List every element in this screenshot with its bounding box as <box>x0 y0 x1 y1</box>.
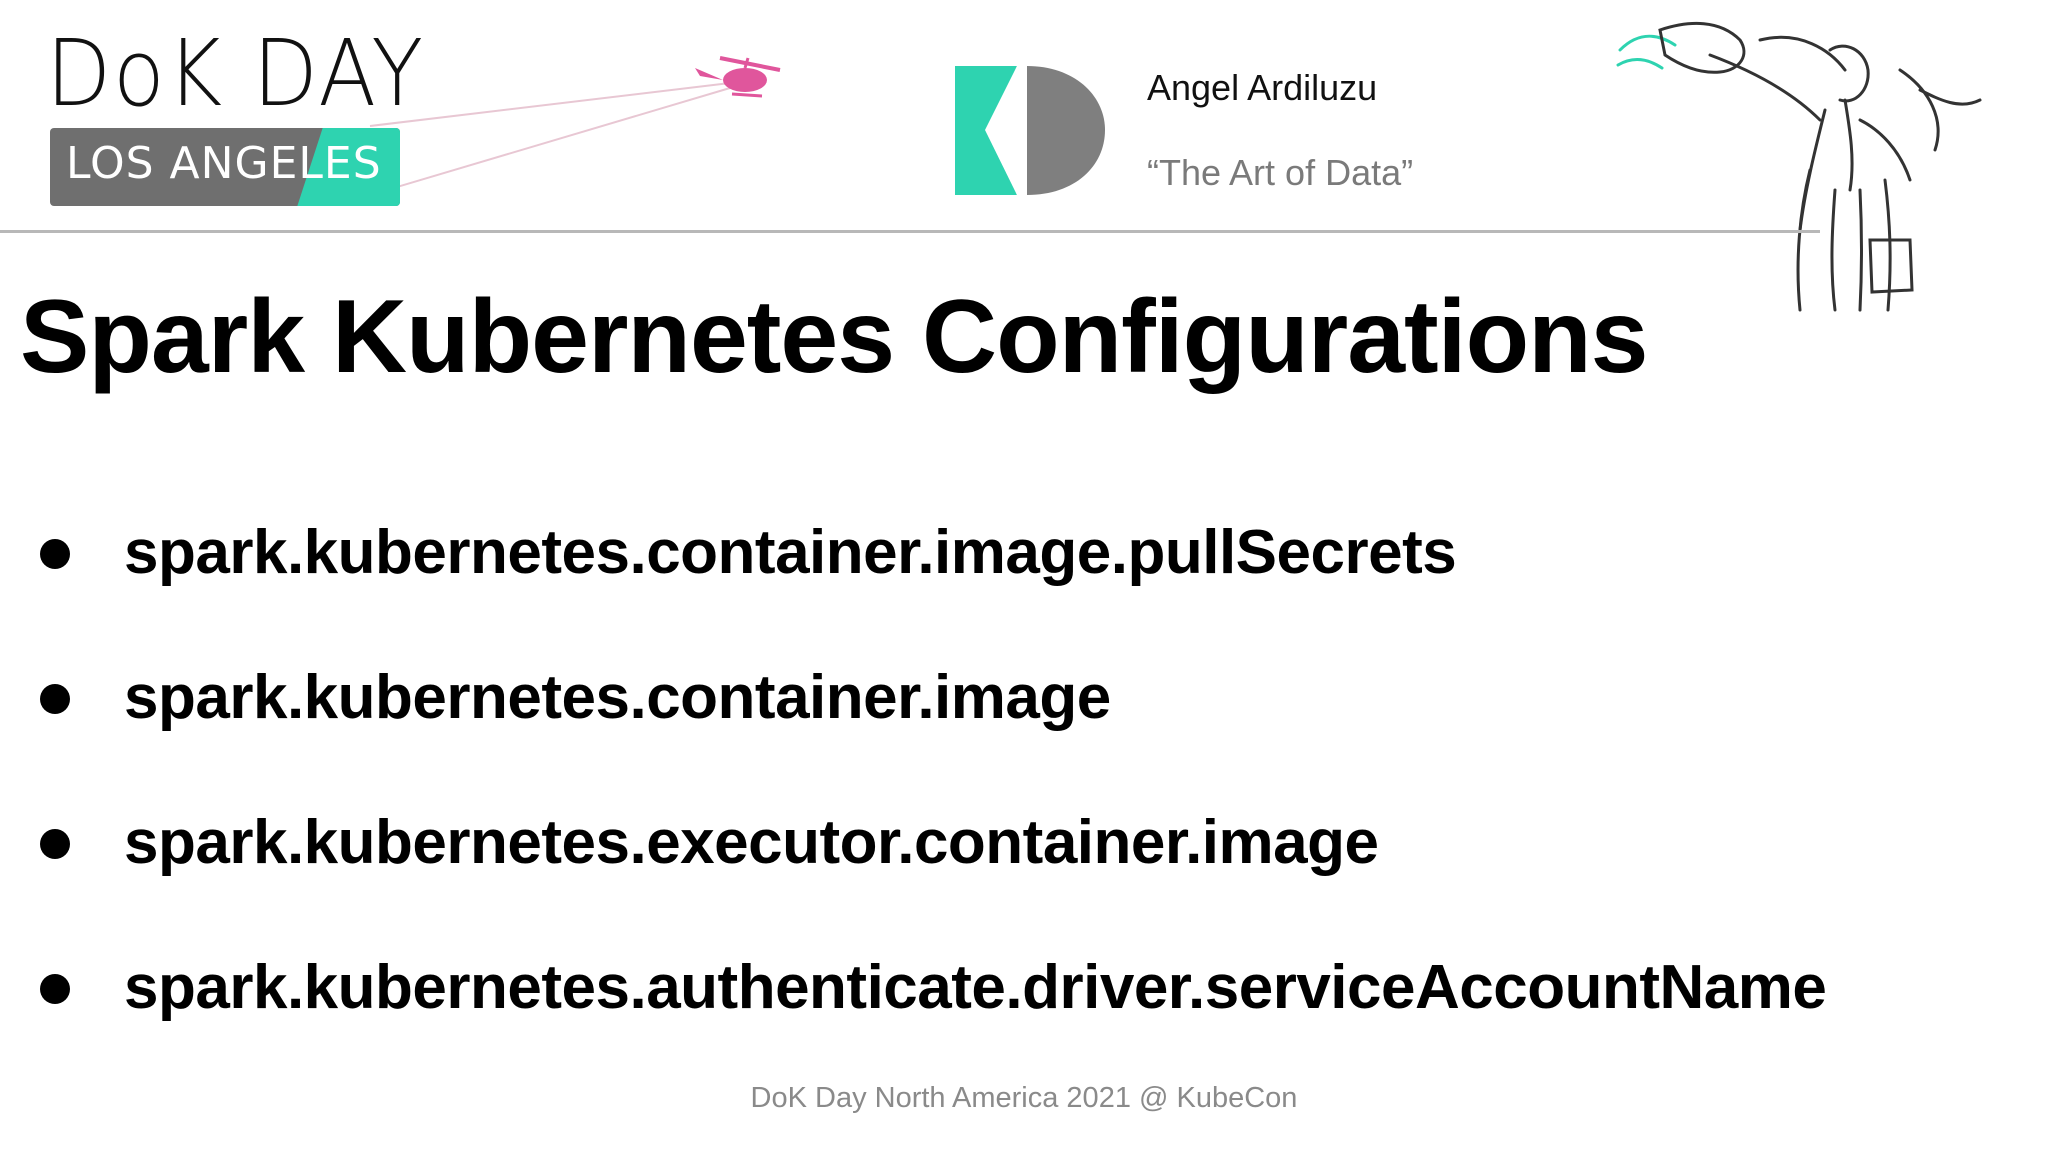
bullet-dot-icon <box>40 829 70 859</box>
header-divider <box>0 230 1820 233</box>
slide-title: Spark Kubernetes Configurations <box>20 279 1648 395</box>
sketch-figure-pouring-icon <box>1616 21 1982 312</box>
talk-title: “The Art of Data” <box>1147 152 1414 193</box>
bullet-dot-icon <box>40 539 70 569</box>
logo-badge-text: LOS ANGELES <box>66 138 382 189</box>
logo-title: DoK DAY <box>46 20 425 127</box>
bullet-text: spark.kubernetes.executor.container.imag… <box>124 808 1379 877</box>
bullet-dot-icon <box>40 684 70 714</box>
bullet-text: spark.kubernetes.container.image <box>124 663 1111 732</box>
speaker-name: Angel Ardiluzu <box>1147 67 1378 108</box>
slide-footer: DoK Day North America 2021 @ KubeCon <box>750 1082 1298 1114</box>
dok-day-logo: DoK DAY LOS ANGELES <box>40 28 800 218</box>
bullet-text: spark.kubernetes.container.image.pullSec… <box>124 518 1457 587</box>
kd-logo-icon <box>955 66 1105 195</box>
helicopter-icon <box>359 56 781 199</box>
bullet-dot-icon <box>40 974 70 1004</box>
logo-badge: LOS ANGELES <box>50 128 400 206</box>
bullet-text: spark.kubernetes.authenticate.driver.ser… <box>124 953 1827 1022</box>
